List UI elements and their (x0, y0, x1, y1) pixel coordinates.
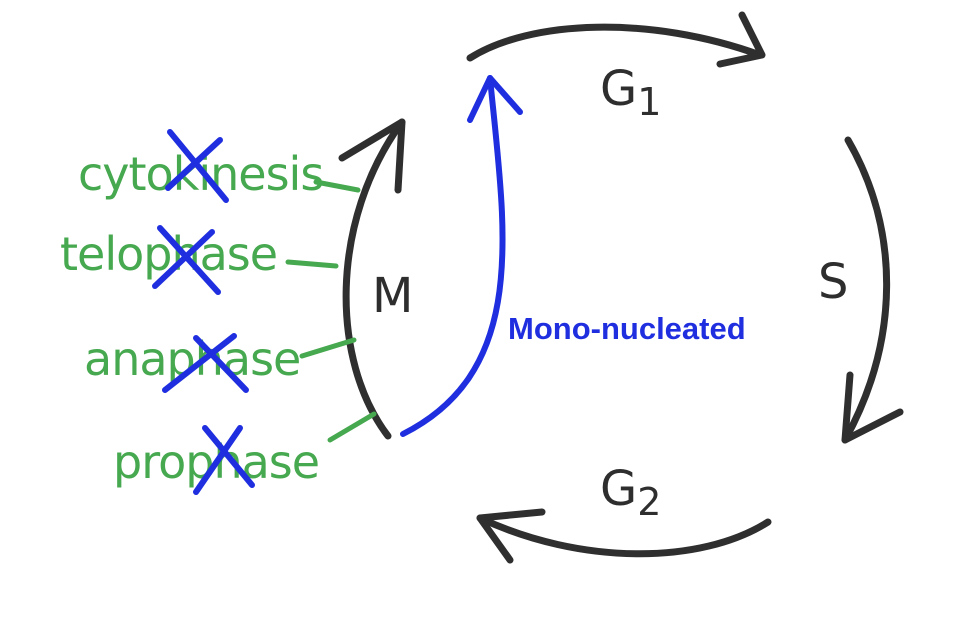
m-label: M (372, 268, 413, 324)
g1-arrow (466, 11, 766, 68)
g2-arrow (476, 508, 772, 564)
connector-prophase (327, 411, 377, 443)
m-arrow (338, 118, 406, 440)
connector-cytokinesis (313, 179, 361, 193)
bypass-label: Mono-nucleated (508, 311, 746, 346)
g1-label: G1 (600, 61, 661, 124)
bypass-arrow (400, 75, 523, 437)
phase-telophase: telophase (60, 225, 339, 295)
g1-subscript: 1 (637, 80, 661, 124)
phase-anaphase: anaphase (84, 332, 357, 393)
phase-cytokinesis: cytokinesis (78, 129, 361, 203)
s-arrow (841, 136, 904, 444)
cross-prophase (193, 425, 255, 495)
s-label: S (818, 254, 848, 310)
connector-anaphase (299, 337, 357, 359)
phase-label-anaphase: anaphase (84, 332, 300, 386)
g2-letter: G (600, 461, 637, 517)
g2-label: G2 (600, 461, 661, 524)
connector-telophase (285, 259, 339, 269)
g2-subscript: 2 (637, 480, 661, 524)
cross-telophase (152, 225, 221, 295)
g1-letter: G (600, 61, 637, 117)
cross-anaphase (162, 333, 249, 393)
cross-cytokinesis (165, 129, 229, 203)
phase-prophase: prophase (113, 411, 377, 495)
